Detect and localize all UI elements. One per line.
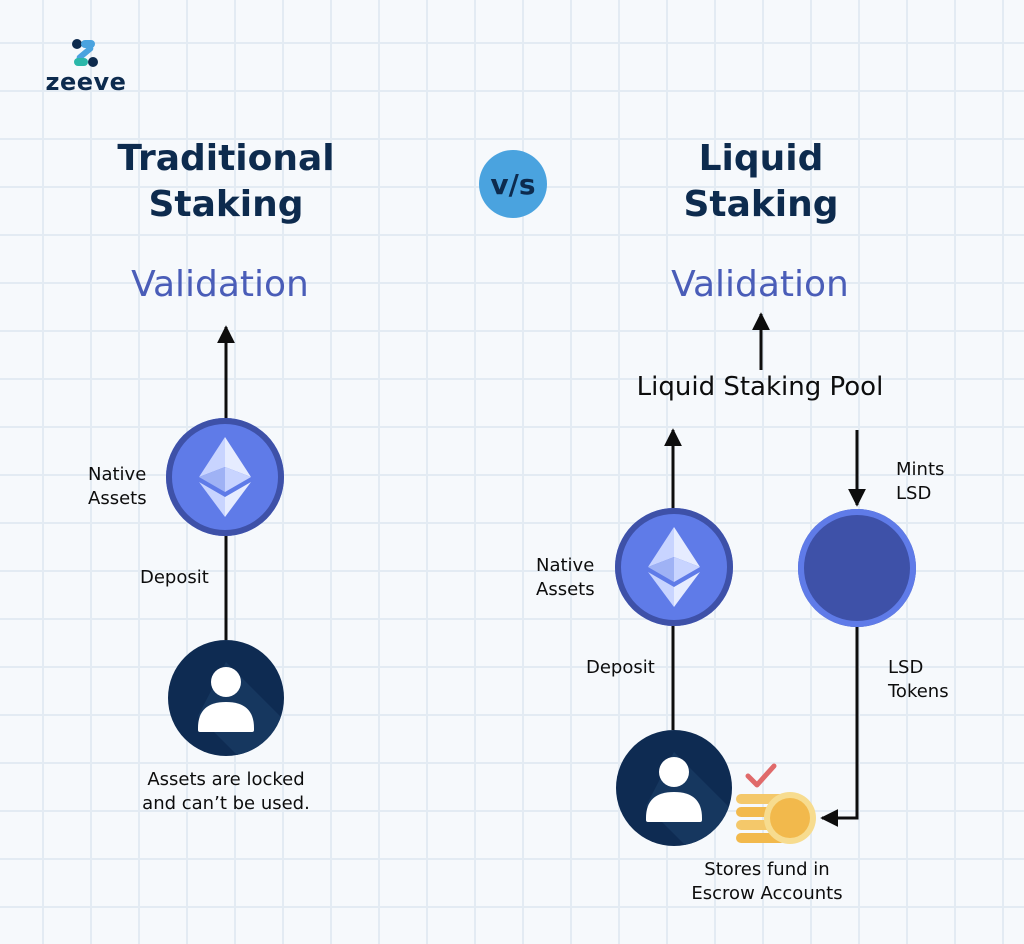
coins-icon xyxy=(736,792,816,844)
right-native-assets-label: Native Assets xyxy=(536,555,595,600)
right-user-avatar xyxy=(616,730,732,846)
left-native-assets-label: Native Assets xyxy=(88,464,147,509)
left-deposit-label: Deposit xyxy=(140,567,209,588)
mints-lsd-label: Mints LSD xyxy=(896,459,945,504)
left-user-avatar xyxy=(168,640,284,756)
right-eth-circle xyxy=(615,508,733,626)
lsd-tokens-arrow xyxy=(820,625,859,827)
lsd-tokens-label: LSD Tokens xyxy=(888,657,949,702)
assets-locked-caption: Assets are locked and can’t be used. xyxy=(142,769,310,814)
user-icon xyxy=(198,662,284,756)
traditional-staking-title: Traditional Staking xyxy=(117,138,335,225)
liquid-staking-title: Liquid Staking xyxy=(683,138,839,225)
checkmark-icon xyxy=(745,763,777,788)
ethereum-icon xyxy=(648,527,700,607)
right-deposit-label: Deposit xyxy=(586,657,655,678)
left-eth-circle xyxy=(166,418,284,536)
liquid-staking-pool-label: Liquid Staking Pool xyxy=(636,372,884,402)
brand-name: zeeve xyxy=(45,68,127,96)
user-icon xyxy=(646,752,732,846)
zeeve-logo-icon xyxy=(72,39,98,67)
left-validation-label: Validation xyxy=(131,264,309,305)
vs-badge: v/s xyxy=(479,150,547,218)
ethereum-icon xyxy=(199,437,251,517)
right-validation-label: Validation xyxy=(671,264,849,305)
lsd-token-circle xyxy=(798,509,916,627)
stores-fund-caption: Stores fund in Escrow Accounts xyxy=(691,859,843,904)
